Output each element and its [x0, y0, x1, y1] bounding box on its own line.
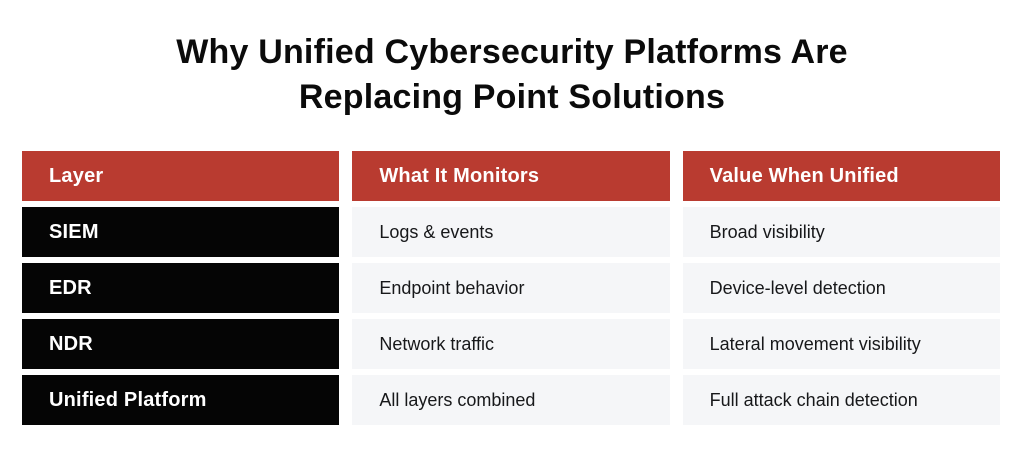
table-cell-monitors-unified-platform: All layers combined — [352, 375, 670, 425]
column-header-layer: Layer — [22, 151, 340, 201]
comparison-table: Layer SIEM EDR NDR Unified Platform What… — [22, 151, 1000, 425]
column-header-value: Value When Unified — [682, 151, 1000, 201]
table-cell-layer-ndr: NDR — [22, 319, 340, 369]
table-column-value: Value When Unified Broad visibility Devi… — [682, 151, 1000, 425]
page-title: Why Unified Cybersecurity Platforms Are … — [0, 30, 1024, 120]
table-cell-value-ndr: Lateral movement visibility — [682, 319, 1000, 369]
column-header-monitors: What It Monitors — [352, 151, 670, 201]
page-title-line-1: Why Unified Cybersecurity Platforms Are — [176, 33, 848, 71]
table-column-monitors: What It Monitors Logs & events Endpoint … — [352, 151, 670, 425]
table-cell-value-edr: Device-level detection — [682, 263, 1000, 313]
table-cell-layer-edr: EDR — [22, 263, 340, 313]
table-cell-layer-unified-platform: Unified Platform — [22, 375, 340, 425]
table-cell-monitors-edr: Endpoint behavior — [352, 263, 670, 313]
table-cell-value-siem: Broad visibility — [682, 207, 1000, 257]
page-title-line-2: Replacing Point Solutions — [298, 78, 726, 116]
table-cell-monitors-siem: Logs & events — [352, 207, 670, 257]
table-cell-layer-siem: SIEM — [22, 207, 340, 257]
table-column-layer: Layer SIEM EDR NDR Unified Platform — [22, 151, 340, 425]
table-cell-value-unified-platform: Full attack chain detection — [682, 375, 1000, 425]
table-cell-monitors-ndr: Network traffic — [352, 319, 670, 369]
